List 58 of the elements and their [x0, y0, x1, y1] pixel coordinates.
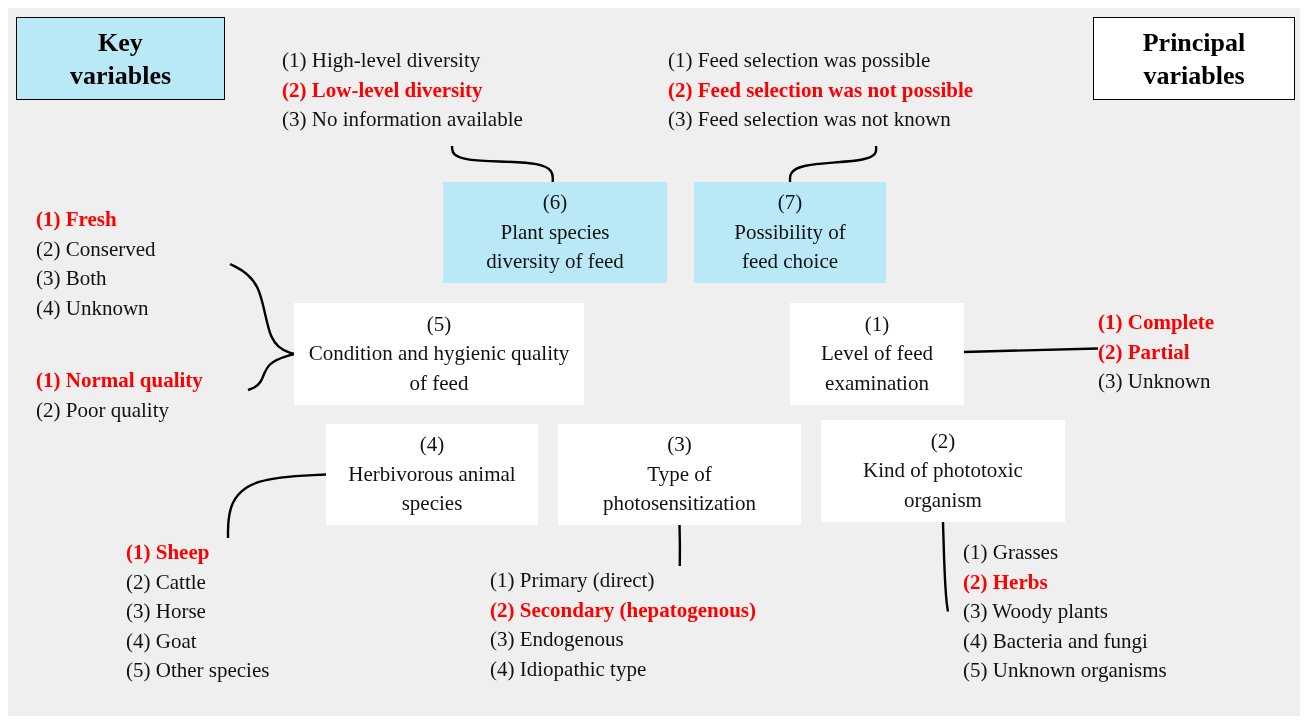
variable-box [558, 424, 801, 525]
option-text: (4) Goat [126, 627, 198, 655]
option-text: (2) Poor quality [36, 396, 170, 424]
option-text: (1) High-level diversity [282, 47, 482, 74]
variable-box [294, 303, 584, 405]
box-number: (4) [419, 431, 445, 459]
box-label: Herbivorous animal species [347, 460, 517, 518]
box-number: (2) [930, 427, 956, 455]
option-text: (5) Other species [126, 657, 271, 684]
option-text: (3) No information available [282, 106, 524, 133]
box-label: Kind of phototoxic organism [862, 457, 1024, 514]
option-text: (3) Horse [126, 598, 207, 625]
box-label: Type of photosensitization [602, 460, 757, 518]
box-label: Level of feed examination [820, 340, 934, 397]
variable-box [326, 424, 538, 525]
option-text: (3) Feed selection was not known [668, 106, 952, 133]
connector-line [678, 524, 682, 566]
option-text: (3) Endogenous [490, 626, 625, 653]
box-label: Possibility of feed choice [733, 218, 847, 276]
option-text: (2) Secondary (hepatogenous) [490, 596, 757, 624]
box-label: Condition and hygienic quality of feed [307, 340, 571, 397]
variable-box [790, 303, 964, 405]
option-text: (2) Low-level diversity [282, 76, 484, 104]
connector-line [963, 347, 1099, 354]
connector-line [229, 262, 295, 356]
box-number: (3) [667, 431, 692, 459]
connector-line [247, 352, 295, 392]
box-number: (7) [777, 189, 803, 217]
box-number: (5) [426, 310, 452, 338]
box-label: Plant species diversity of feed [485, 218, 625, 276]
box-number: (6) [542, 189, 568, 217]
option-text: (1) Normal quality [36, 367, 204, 394]
variable-box [443, 182, 667, 283]
option-text: (2) Herbs [963, 568, 1049, 596]
option-text: (4) Bacteria and fungi [963, 627, 1149, 655]
option-text: (5) Unknown organisms [963, 657, 1168, 684]
option-text: (1) Sheep [126, 539, 211, 566]
option-text: (1) Complete [1098, 309, 1216, 336]
option-text: (1) Feed selection was possible [668, 47, 932, 74]
option-text: (3) Both [36, 265, 108, 292]
legend-label: Principal variables [1141, 26, 1247, 92]
connector-line [226, 473, 327, 538]
option-text: (1) Grasses [963, 539, 1060, 566]
option-text: (2) Cattle [126, 568, 207, 596]
legend-label: Key variables [68, 26, 173, 92]
option-text: (4) Unknown [36, 294, 150, 322]
option-text: (3) Unknown [1098, 368, 1212, 395]
variable-box [821, 420, 1065, 522]
option-text: (2) Conserved [36, 235, 157, 263]
connector-line [941, 521, 950, 612]
variable-box [694, 182, 886, 283]
option-text: (2) Partial [1098, 338, 1191, 366]
option-text: (1) Fresh [36, 206, 118, 233]
option-text: (4) Idiopathic type [490, 655, 648, 683]
option-text: (3) Woody plants [963, 598, 1109, 625]
box-number: (1) [864, 310, 890, 338]
option-text: (2) Feed selection was not possible [668, 76, 975, 104]
option-text: (1) Primary (direct) [490, 567, 656, 594]
